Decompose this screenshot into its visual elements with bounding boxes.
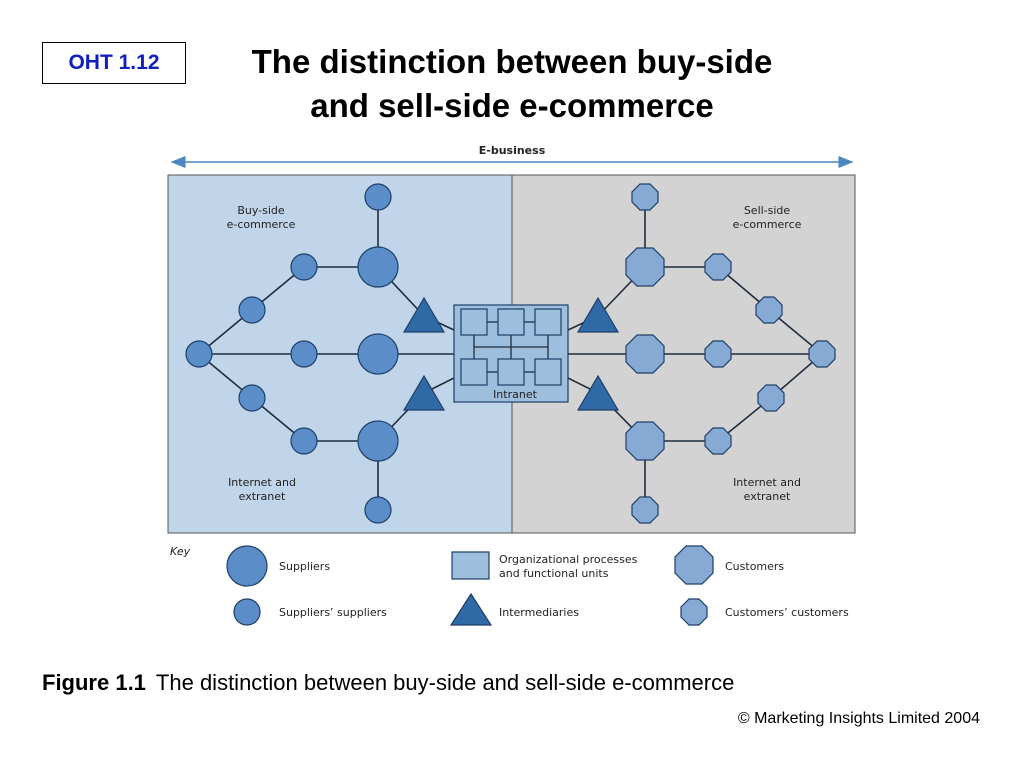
legend-suppliers-suppliers-label: Suppliers’ suppliers bbox=[279, 606, 387, 619]
supplier-node bbox=[357, 246, 399, 288]
title-line-1: The distinction between buy-side bbox=[251, 43, 773, 80]
suppliers-supplier-node bbox=[290, 340, 318, 368]
legend-supplier-icon bbox=[226, 545, 268, 587]
figure-caption: Figure 1.1 The distinction between buy-si… bbox=[42, 670, 734, 696]
customer-node bbox=[625, 247, 665, 287]
intranet-label: Intranet bbox=[493, 388, 538, 401]
legend-intermediaries-label: Intermediaries bbox=[499, 606, 579, 619]
suppliers-supplier-node bbox=[364, 183, 392, 211]
customers-customer-node bbox=[704, 427, 732, 455]
supplier-node bbox=[357, 420, 399, 462]
sell-side-nodes bbox=[576, 183, 836, 524]
left-network-label-2: extranet bbox=[239, 490, 286, 503]
customer-node bbox=[625, 334, 665, 374]
key-title: Key bbox=[170, 545, 191, 558]
customers-customer-node bbox=[631, 183, 659, 211]
sell-side-label-1: Sell-side bbox=[744, 204, 791, 217]
left-network-label-1: Internet and bbox=[228, 476, 296, 489]
buy-side-label-1: Buy-side bbox=[237, 204, 285, 217]
suppliers-supplier-node bbox=[364, 496, 392, 524]
legend-suppliers-label: Suppliers bbox=[279, 560, 330, 573]
sell-side-label-2: e-commerce bbox=[733, 218, 802, 231]
suppliers-supplier-node bbox=[238, 384, 266, 412]
intermediary-node bbox=[576, 296, 620, 333]
customers-customer-node bbox=[757, 384, 785, 412]
org-unit bbox=[460, 358, 488, 386]
copyright-notice: © Marketing Insights Limited 2004 bbox=[737, 710, 980, 727]
customers-customer-node bbox=[808, 340, 836, 368]
legend-customers-customer-icon bbox=[680, 598, 708, 626]
slide-title: The distinction between buy-side and sel… bbox=[190, 40, 834, 128]
ebusiness-label: E-business bbox=[479, 144, 546, 157]
org-unit bbox=[460, 308, 488, 336]
customers-customer-node bbox=[704, 340, 732, 368]
intermediary-node bbox=[402, 374, 446, 411]
legend-intermediary-icon bbox=[449, 592, 493, 626]
suppliers-supplier-node bbox=[185, 340, 213, 368]
slide-badge: OHT 1.12 bbox=[42, 42, 186, 84]
legend-suppliers-supplier-icon bbox=[233, 598, 261, 626]
figure-caption-text: The distinction between buy-side and sel… bbox=[155, 670, 735, 695]
legend-org-label-2: and functional units bbox=[499, 567, 609, 580]
legend-customers-label: Customers bbox=[725, 560, 784, 573]
org-unit bbox=[534, 308, 562, 336]
suppliers-supplier-node bbox=[290, 253, 318, 281]
legend-customers-customers-label: Customers’ customers bbox=[725, 606, 849, 619]
customers-customer-node bbox=[704, 253, 732, 281]
intranet-box: Intranet bbox=[453, 304, 569, 403]
buy-side-nodes bbox=[185, 183, 446, 524]
legend-customer-icon bbox=[674, 545, 714, 585]
org-unit bbox=[534, 358, 562, 386]
org-unit bbox=[497, 358, 525, 386]
right-network-label-1: Internet and bbox=[733, 476, 801, 489]
legend-org-label-1: Organizational processes bbox=[499, 553, 638, 566]
intermediary-node bbox=[402, 296, 446, 333]
customer-node bbox=[625, 421, 665, 461]
title-line-2: and sell-side e-commerce bbox=[310, 87, 714, 124]
suppliers-supplier-node bbox=[290, 427, 318, 455]
customers-customer-node bbox=[631, 496, 659, 524]
right-network-label-2: extranet bbox=[744, 490, 791, 503]
figure-label: Figure 1.1 bbox=[42, 670, 146, 695]
suppliers-supplier-node bbox=[238, 296, 266, 324]
supplier-node bbox=[357, 333, 399, 375]
legend-org-unit-icon bbox=[451, 551, 490, 580]
customers-customer-node bbox=[755, 296, 783, 324]
legend bbox=[226, 545, 714, 626]
org-unit bbox=[497, 308, 525, 336]
intermediary-node bbox=[576, 374, 620, 411]
buy-side-label-2: e-commerce bbox=[227, 218, 296, 231]
